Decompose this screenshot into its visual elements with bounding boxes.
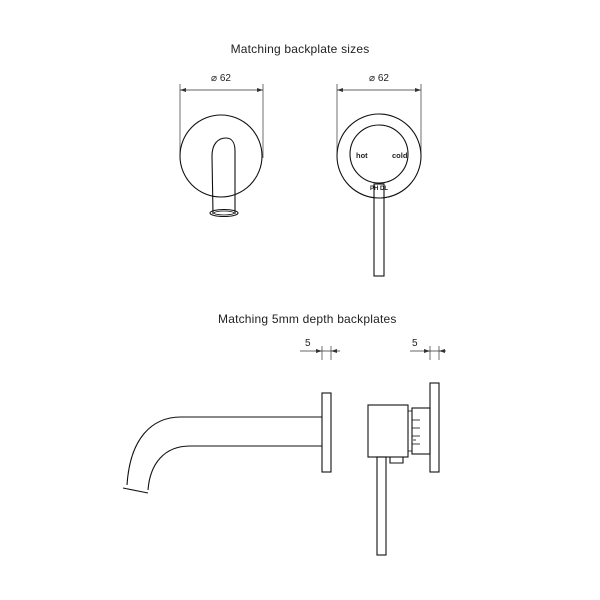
- mixer-lever: [373, 183, 385, 277]
- cold-label: cold: [392, 151, 408, 160]
- spout-depth-dimension: 5: [300, 338, 340, 360]
- spout-side-lower: [147, 445, 322, 491]
- mixer-depth-dimension: 5: [410, 338, 446, 360]
- spout-depth-label: 5: [305, 338, 311, 349]
- mixer-handle-cap: [349, 124, 409, 184]
- spout-body: [211, 137, 236, 215]
- spout-outlet: [209, 208, 239, 218]
- mixer-diameter-label: ⌀ 62: [369, 73, 389, 84]
- spout-side-backplate: [321, 392, 332, 473]
- bottom-section-title: Matching 5mm depth backplates: [218, 312, 397, 326]
- spout-backplate: [179, 114, 263, 198]
- mixer-front-view: ⌀ 62 hot cold PH DL: [336, 73, 422, 277]
- mixer-side-collar: [411, 407, 431, 455]
- mixer-side-lever: [376, 456, 387, 556]
- mixer-depth-label: 5: [412, 338, 418, 349]
- mixer-diameter-dimension: ⌀ 62: [336, 73, 422, 158]
- spout-side-view: 5: [122, 338, 340, 494]
- spout-side-outlet: [122, 487, 149, 494]
- spout-diameter-dimension: ⌀ 62: [179, 73, 264, 158]
- spout-diameter-label: ⌀ 62: [211, 73, 231, 84]
- brand-label: PH DL: [370, 186, 388, 192]
- top-section-title: Matching backplate sizes: [230, 42, 370, 56]
- spout-front-view: ⌀ 62: [179, 73, 264, 218]
- mixer-side-view: 5: [367, 338, 446, 556]
- mixer-side-body: [367, 404, 409, 458]
- spout-side-upper: [126, 416, 322, 486]
- hot-label: hot: [356, 151, 368, 160]
- mixer-side-backplate: [429, 382, 440, 473]
- mixer-backplate: [336, 113, 422, 199]
